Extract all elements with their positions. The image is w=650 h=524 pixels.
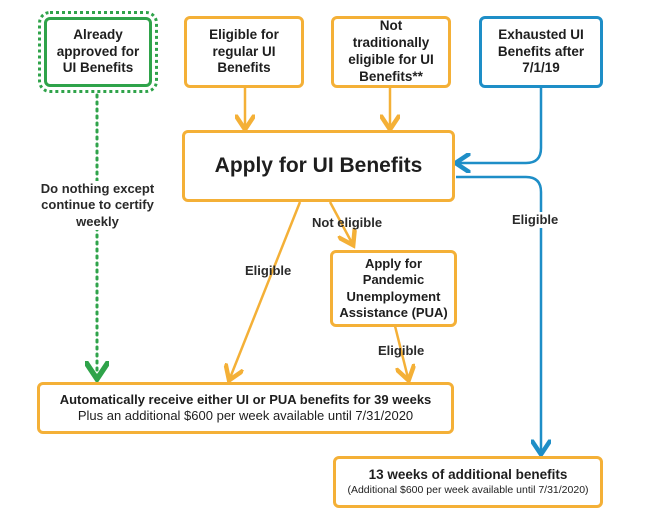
exhausted-box: Exhausted UI Benefits after 7/1/19 [479,16,603,88]
weeks13-box: 13 weeks of additional benefits (Additio… [333,456,603,508]
not-traditional-box: Not traditionally eligible for UI Benefi… [331,16,451,88]
arrow-exhausted-to-apply [458,88,543,163]
weeks13-title: 13 weeks of additional benefits [368,467,568,482]
already-approved-text: Already approved for UI Benefits [56,26,140,76]
eligible-regular-text: Eligible for regular UI Benefits [209,26,279,76]
arrow-apply-to-pua [328,201,352,243]
weeks13-subtitle: (Additional $600 per week available unti… [347,483,589,496]
not-traditional-text: Not traditionally eligible for UI Benefi… [348,18,434,84]
arrow-apply-to-auto [230,201,302,378]
apply-pua-box: Apply for Pandemic Unemployment Assistan… [330,250,457,327]
auto-receive-box: Automatically receive either UI or PUA b… [37,382,454,434]
eligible-right-label: Eligible [512,212,572,229]
eligible-pua-label: Eligible [378,343,425,358]
apply-ui-box: Apply for UI Benefits [182,130,455,202]
eligible-left-label: Eligible [245,263,292,278]
exhausted-text: Exhausted UI Benefits after 7/1/19 [497,26,585,76]
auto-receive-subtitle: Plus an additional $600 per week availab… [77,408,414,423]
auto-receive-title: Automatically receive either UI or PUA b… [59,391,432,407]
arrow-pua-to-auto [393,325,408,378]
eligible-regular-box: Eligible for regular UI Benefits [184,16,304,88]
already-approved-box: Already approved for UI Benefits [38,11,158,93]
do-nothing-label: Do nothing except continue to certify we… [35,181,160,230]
not-eligible-label: Not eligible [312,215,383,230]
apply-pua-text: Apply for Pandemic Unemployment Assistan… [339,256,448,320]
apply-ui-text: Apply for UI Benefits [214,153,423,177]
arrow-apply-to-13weeks [456,175,541,452]
